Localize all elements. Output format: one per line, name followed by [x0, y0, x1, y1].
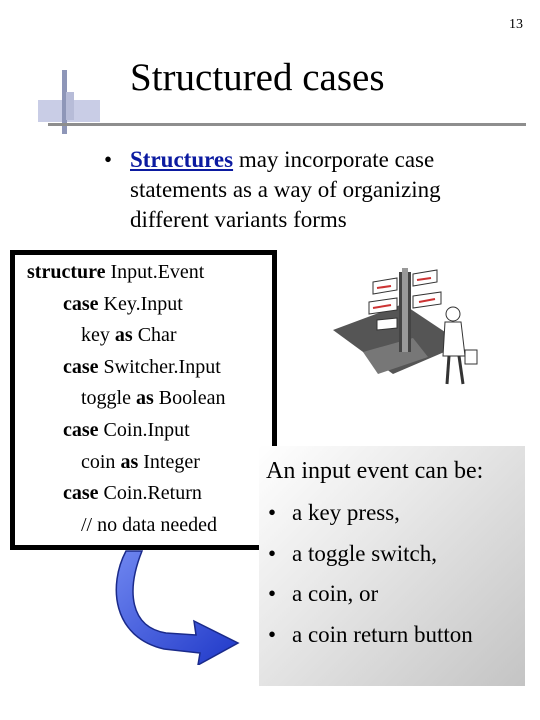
code-keyword: case — [63, 292, 99, 315]
bullet-marker: • — [104, 147, 113, 172]
intro-rest: may incorporate case statements as a way… — [130, 147, 441, 232]
event-item: • a key press, — [268, 500, 400, 526]
code-text: key — [81, 324, 115, 347]
code-text: Boolean — [153, 387, 226, 410]
code-keyword: as — [120, 450, 139, 473]
event-item-text: a coin, or — [292, 581, 379, 606]
code-line: toggle as Boolean — [81, 387, 225, 409]
code-keyword: as — [114, 324, 133, 347]
code-text: // no data needed — [81, 513, 218, 536]
intro-text: Structures may incorporate case statemen… — [104, 145, 524, 235]
event-item: • a coin, or — [268, 581, 378, 607]
code-text: Switcher.Input — [98, 355, 221, 378]
code-text: toggle — [81, 387, 136, 410]
slide-title: Structured cases — [130, 56, 385, 99]
code-text: Integer — [138, 450, 200, 473]
title-underline-rule — [48, 123, 526, 126]
event-item-text: a key press, — [292, 500, 400, 525]
code-line: case Switcher.Input — [63, 356, 221, 378]
events-heading: An input event can be: — [266, 458, 484, 484]
events-panel-background — [259, 446, 525, 686]
code-box: structure Input.Event case Key.Input key a… — [10, 250, 277, 550]
event-item: • a coin return button — [268, 622, 473, 648]
signpost-person-clipart — [333, 268, 478, 385]
curved-arrow-icon — [115, 550, 240, 665]
title-decoration-vertical — [62, 70, 67, 134]
code-line: case Coin.Input — [63, 419, 190, 441]
title-decoration-vertical-light — [66, 92, 74, 120]
intro-keyword: Structures — [130, 147, 234, 172]
code-text: Coin.Return — [98, 482, 202, 505]
bullet-marker: • — [268, 621, 277, 647]
event-item-text: a coin return button — [292, 621, 473, 647]
code-text: Input.Event — [105, 261, 205, 283]
event-item: • a toggle switch, — [268, 541, 437, 567]
code-text: Key.Input — [98, 292, 183, 315]
bullet-marker: • — [268, 581, 277, 606]
code-line: key as Char — [81, 324, 177, 346]
code-keyword: structure — [27, 261, 106, 283]
code-text: Char — [132, 324, 177, 347]
code-text: Coin.Input — [98, 419, 190, 441]
code-keyword: case — [63, 482, 99, 505]
code-keyword: as — [136, 387, 154, 410]
code-keyword: case — [63, 419, 99, 441]
slide-number: 13 — [509, 17, 523, 32]
bullet-marker: • — [268, 540, 277, 566]
code-keyword: case — [63, 355, 99, 378]
code-line: structure Input.Event — [27, 261, 204, 283]
event-item-text: a toggle switch, — [292, 540, 437, 566]
code-line: // no data needed — [81, 514, 217, 536]
code-line: case Coin.Return — [63, 482, 202, 504]
bullet-marker: • — [268, 500, 277, 525]
code-text: coin — [81, 450, 121, 473]
code-line: coin as Integer — [81, 451, 200, 473]
intro-bullet: • Structures may incorporate case statem… — [104, 145, 524, 235]
code-line: case Key.Input — [63, 293, 183, 315]
